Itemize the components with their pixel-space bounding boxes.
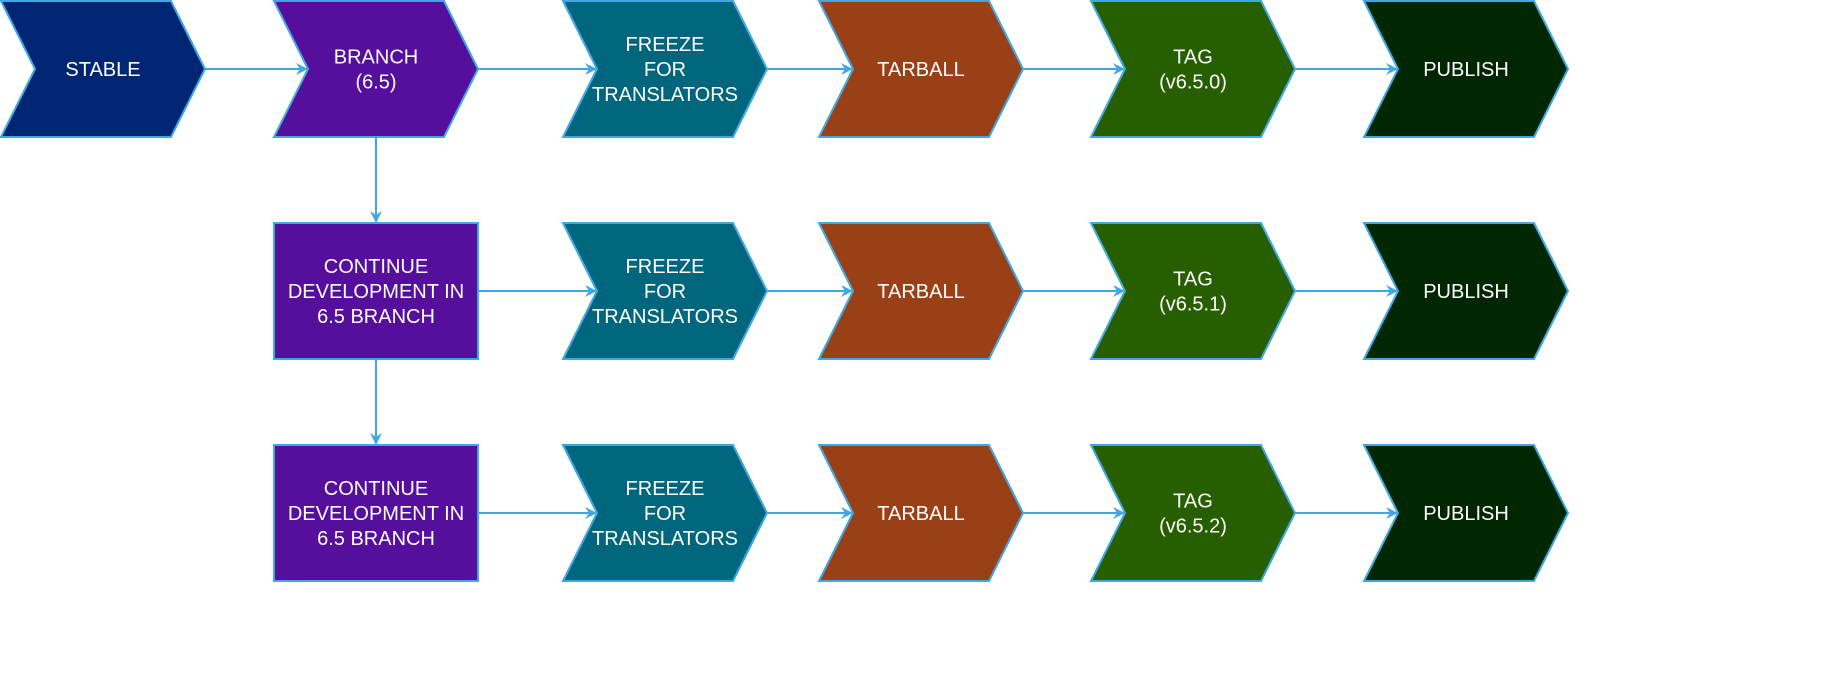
branch-step-row-3-shape [273,444,479,582]
branch-step-row-2-shape [273,222,479,360]
tarball-step-row-1-shape [817,0,1025,138]
tarball-step-row-3-label: TARBALL [877,503,964,525]
tag-step-row-1-shape [1089,0,1297,138]
branch-step-row-1-shape [272,0,480,138]
branch-step-row-1: BRANCH(6.5) [272,0,480,138]
publish-step-row-2-shape [1362,222,1570,360]
stable-step-label: STABLE [65,59,140,81]
publish-step-row-1: PUBLISH [1362,0,1570,138]
publish-step-row-2: PUBLISH [1362,222,1570,360]
tarball-step-row-1: TARBALL [817,0,1025,138]
tag-step-row-1: TAG(v6.5.0) [1089,0,1297,138]
publish-step-row-2-label: PUBLISH [1423,281,1509,303]
publish-step-row-3-shape [1362,444,1570,582]
publish-step-row-3: PUBLISH [1362,444,1570,582]
tarball-step-row-2-shape [817,222,1025,360]
tag-step-row-3-shape [1089,444,1297,582]
stable-step: STABLE [0,0,207,138]
stable-step-shape [0,0,207,138]
freeze-step-row-2-shape [561,222,769,360]
tarball-step-row-1-label: TARBALL [877,59,964,81]
tag-step-row-2: TAG(v6.5.1) [1089,222,1297,360]
tag-step-row-3: TAG(v6.5.2) [1089,444,1297,582]
tarball-step-row-3-shape [817,444,1025,582]
tag-step-row-3-label: TAG(v6.5.2) [1159,491,1227,538]
branch-step-row-1-label: BRANCH(6.5) [334,47,418,94]
tag-step-row-1-label: TAG(v6.5.0) [1159,47,1227,94]
publish-step-row-3-label: PUBLISH [1423,503,1509,525]
freeze-step-row-1-shape [561,0,769,138]
freeze-step-row-3-shape [561,444,769,582]
tag-step-row-2-label: TAG(v6.5.1) [1159,269,1227,316]
publish-step-row-1-shape [1362,0,1570,138]
publish-step-row-1-label: PUBLISH [1423,59,1509,81]
tag-step-row-2-shape [1089,222,1297,360]
tarball-step-row-2-label: TARBALL [877,281,964,303]
tarball-step-row-3: TARBALL [817,444,1025,582]
tarball-step-row-2: TARBALL [817,222,1025,360]
